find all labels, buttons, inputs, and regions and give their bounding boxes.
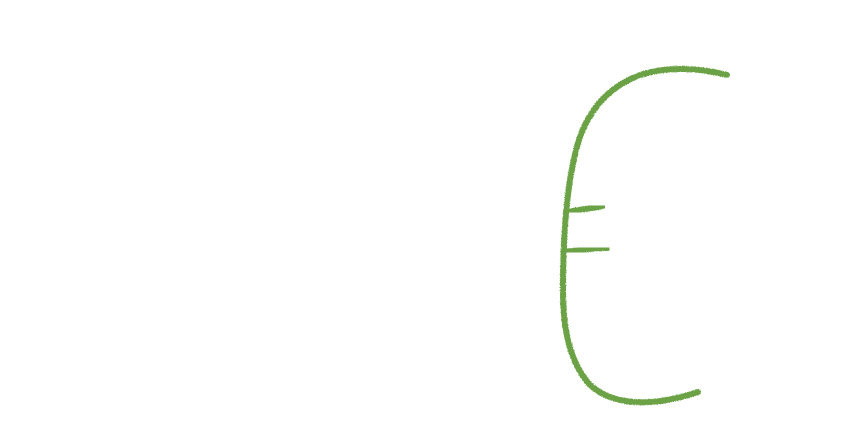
euro-lower-bar-stroke xyxy=(560,245,610,255)
euro-arc-stroke xyxy=(560,66,730,406)
euro-upper-bar-stroke xyxy=(564,203,606,215)
